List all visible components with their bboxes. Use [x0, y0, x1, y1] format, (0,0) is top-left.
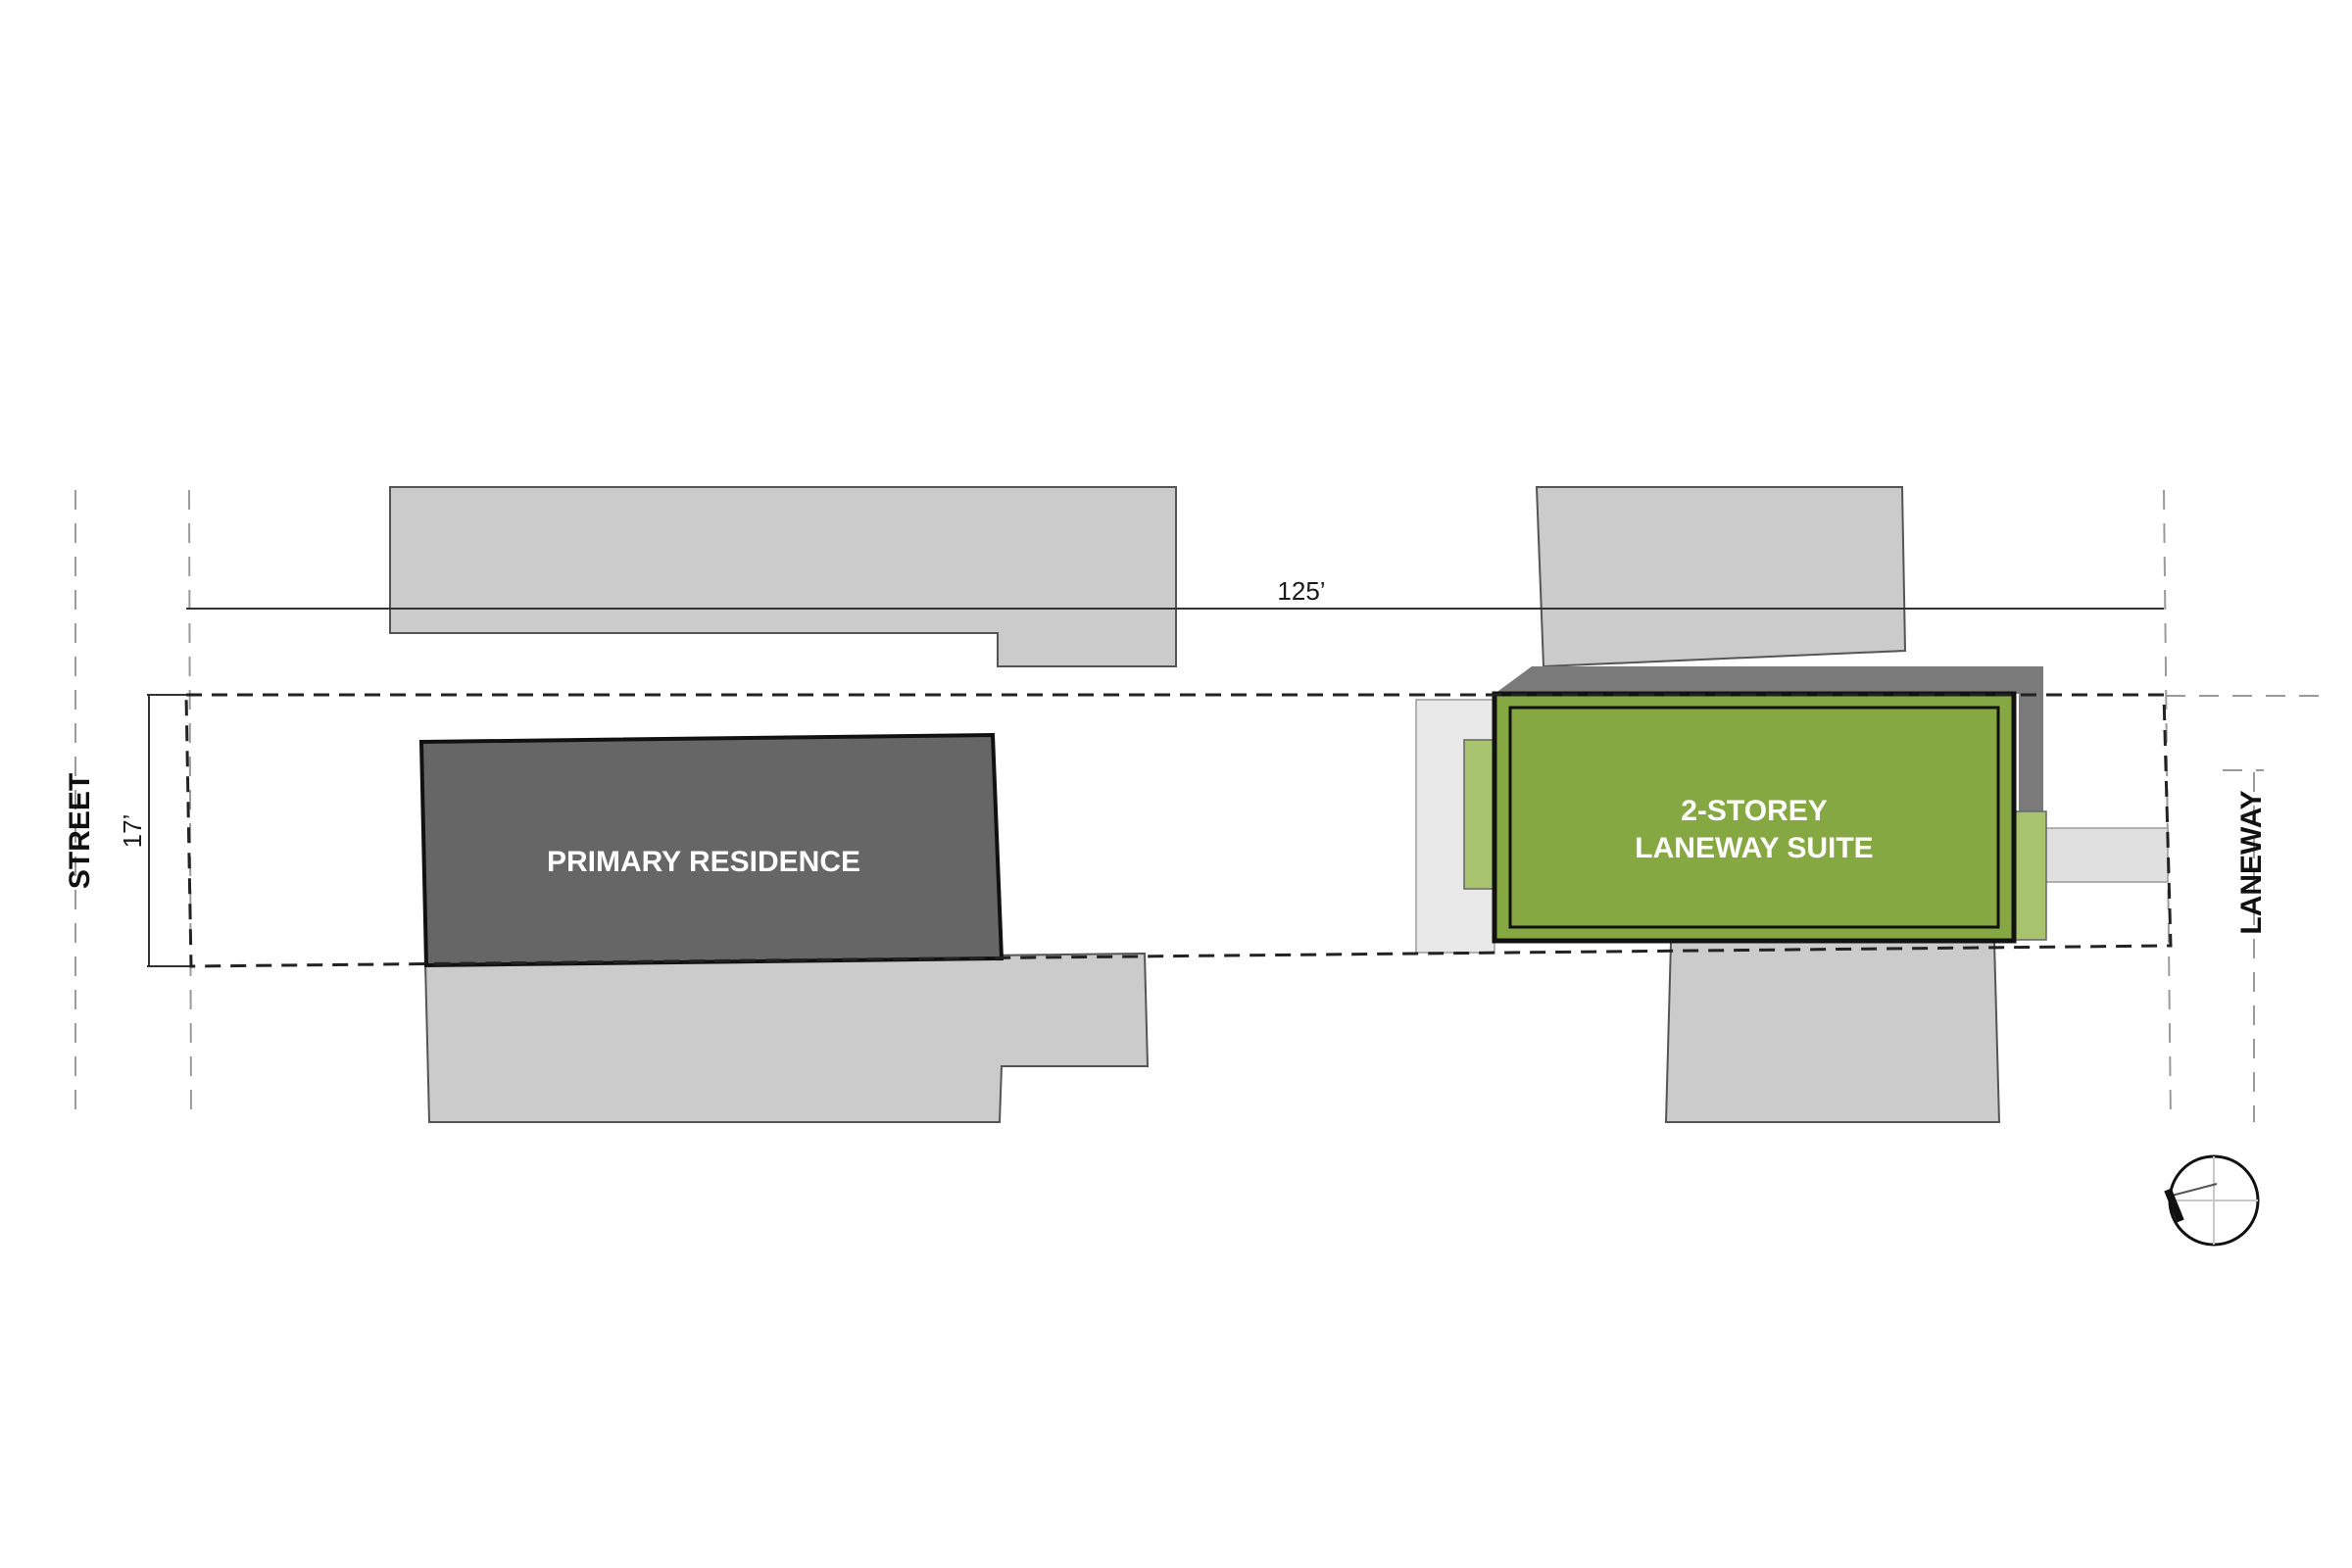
- neighbour-building-bottom-right: [1664, 941, 2001, 1123]
- suite-shadow: [1494, 666, 2043, 813]
- laneway-label: LANEWAY: [2235, 790, 2268, 934]
- laneway-suite-label-line1: 2-STOREY: [1681, 795, 1828, 827]
- neighbour-building-bottom-left: [423, 952, 1150, 1123]
- laneway-suite-building: [1492, 691, 2017, 944]
- primary-residence-label: PRIMARY RESIDENCE: [547, 846, 860, 878]
- lot-rear-reference-line: [2163, 489, 2172, 1123]
- laneway-suite-label-line2: LANEWAY SUITE: [1635, 832, 1873, 864]
- laneway-walkway: [2039, 827, 2169, 883]
- street-label: STREET: [64, 773, 96, 889]
- lot-depth-label: 125’: [1277, 576, 1325, 606]
- lot-width-label: 17’: [118, 814, 147, 849]
- lot-front-reference-line: [188, 489, 192, 1123]
- laneway-suite-inner-outline: [1508, 706, 2000, 929]
- suite-side-deck-left: [1463, 739, 1494, 890]
- neighbour-building-top-right: [1535, 486, 1907, 668]
- lot-boundary: [184, 693, 2173, 968]
- suite-side-deck-right: [2010, 810, 2047, 941]
- north-arrow-icon: [2164, 1154, 2260, 1247]
- neighbour-building-top-left: [389, 486, 1177, 667]
